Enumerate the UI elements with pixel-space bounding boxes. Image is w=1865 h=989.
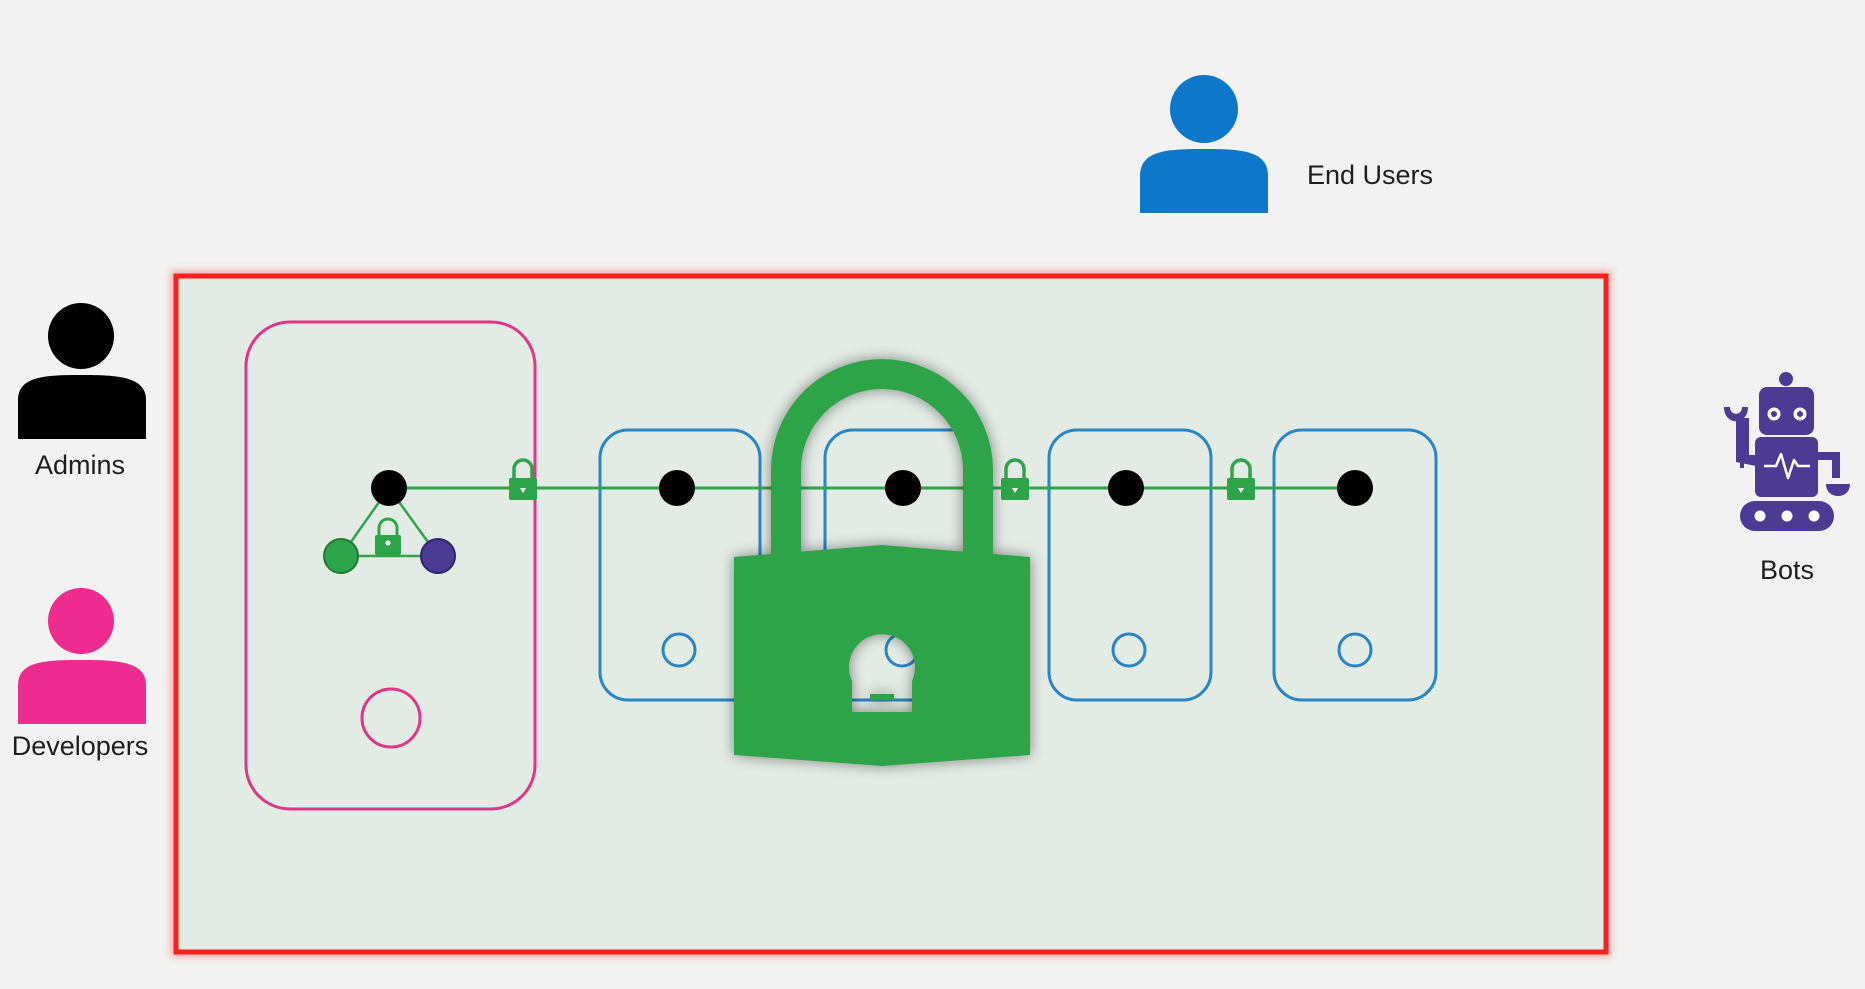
end-users-label: End Users	[1306, 160, 1434, 190]
node-dots	[371, 470, 1373, 506]
worker-pod-1	[661, 632, 697, 668]
worker-pod-3	[1111, 632, 1147, 668]
worker-node-3	[1047, 428, 1213, 702]
small-padlock-icon	[1227, 458, 1255, 500]
developers-icon	[18, 588, 146, 724]
end-users-icon	[1140, 75, 1268, 213]
component-purple	[420, 538, 456, 574]
padlock-icon	[734, 359, 1030, 766]
master-node	[244, 320, 537, 811]
link-padlocks	[509, 458, 1255, 500]
bots-label: Bots	[1759, 555, 1815, 585]
component-green	[323, 538, 359, 574]
admins-icon	[18, 303, 146, 439]
small-padlock-icon	[1001, 458, 1029, 500]
admins-label: Admins	[34, 450, 126, 480]
small-padlock-icon	[375, 517, 401, 555]
master-pod-circle	[360, 687, 422, 749]
developers-label: Developers	[11, 731, 149, 761]
worker-node-4	[1272, 428, 1438, 702]
small-padlock-icon	[509, 458, 537, 500]
bots-icon	[1724, 372, 1850, 531]
worker-pod-4	[1337, 632, 1373, 668]
